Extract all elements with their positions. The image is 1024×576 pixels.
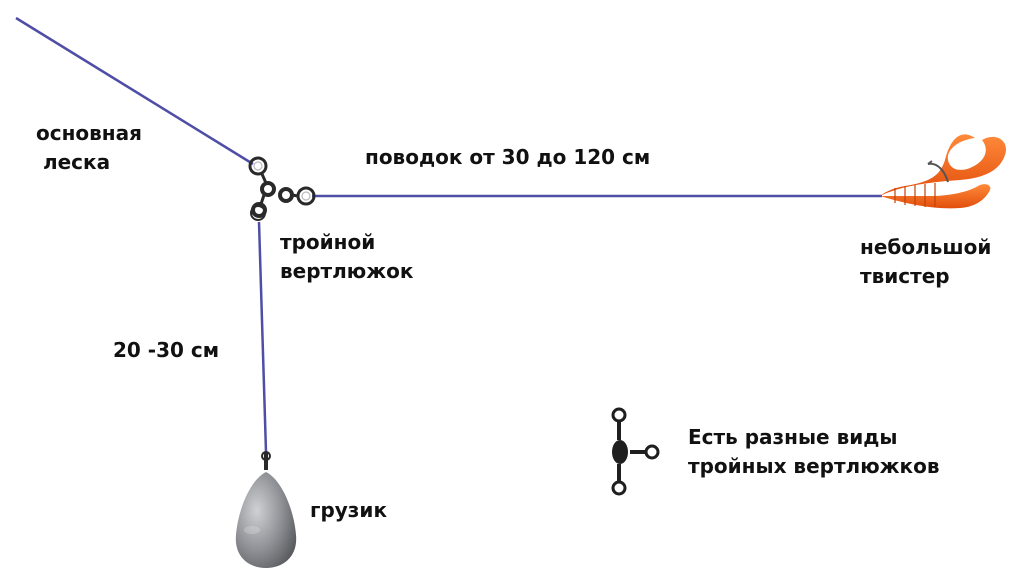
main-line [15, 16, 254, 166]
twister-label: небольшой твистер [860, 235, 992, 288]
sinker-weight-icon [235, 451, 297, 568]
main-line-label: основная леска [36, 121, 142, 174]
note-label: Есть разные виды тройных вертлюжков [688, 425, 940, 478]
three-way-swivel-icon [248, 156, 316, 221]
swivel-example-icon [611, 407, 660, 496]
twister-lure-icon [880, 134, 1006, 209]
drop-length-label: 20 -30 см [113, 338, 220, 362]
sinker-label: грузик [310, 498, 388, 522]
drop-line [257, 221, 268, 453]
swivel-label: тройной вертлюжок [280, 230, 414, 283]
leader-label: поводок от 30 до 120 см [365, 145, 651, 169]
